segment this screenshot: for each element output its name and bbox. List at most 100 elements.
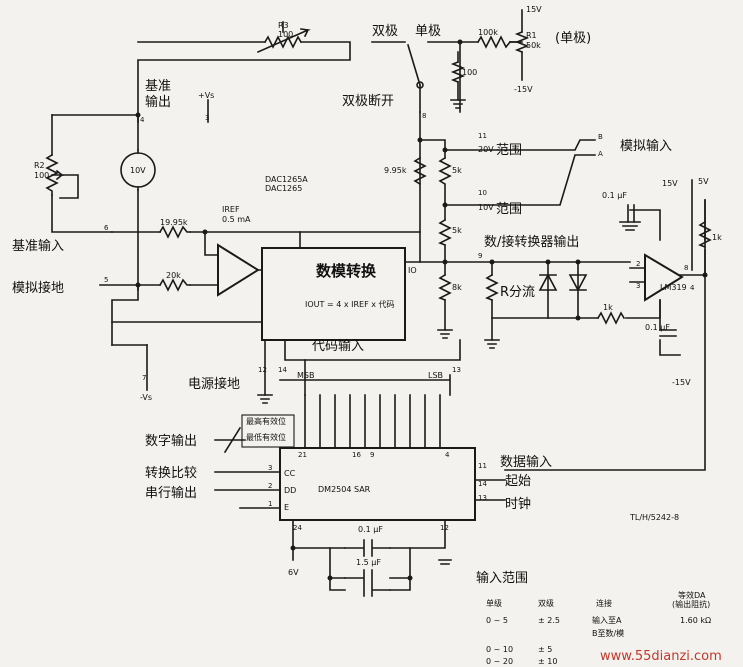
svg-text:10V: 10V bbox=[130, 166, 146, 175]
svg-text:最高有效位: 最高有效位 bbox=[246, 416, 286, 426]
svg-text:IOUT = 4 x IREF x 代码: IOUT = 4 x IREF x 代码 bbox=[305, 299, 395, 309]
svg-text:21: 21 bbox=[298, 451, 307, 459]
svg-text:8k: 8k bbox=[452, 283, 462, 292]
svg-text:DD: DD bbox=[284, 486, 296, 495]
resistor-8k bbox=[438, 273, 452, 302]
resistor-100k bbox=[476, 35, 512, 49]
svg-text:4: 4 bbox=[445, 451, 450, 459]
svg-text:1k: 1k bbox=[712, 233, 722, 242]
svg-text:9: 9 bbox=[478, 252, 482, 260]
svg-text:13: 13 bbox=[478, 494, 487, 502]
switch-blade[interactable] bbox=[407, 44, 421, 86]
label-serial-out: 串行输出 bbox=[145, 485, 197, 501]
svg-text:0 ~ 10: 0 ~ 10 bbox=[486, 645, 513, 654]
svg-text:3: 3 bbox=[636, 282, 640, 290]
svg-text:8: 8 bbox=[684, 264, 688, 272]
label-adc-out: 数/接转换器输出 bbox=[484, 234, 579, 250]
svg-text:IO: IO bbox=[408, 266, 417, 275]
svg-text:0.5 mA: 0.5 mA bbox=[222, 215, 251, 224]
svg-text:DM2504 SAR: DM2504 SAR bbox=[318, 485, 371, 494]
svg-text:24: 24 bbox=[293, 524, 302, 532]
digit-output-label-box bbox=[241, 414, 295, 448]
resistor-20k bbox=[158, 278, 191, 292]
svg-text:1.5 μF: 1.5 μF bbox=[356, 558, 381, 567]
svg-text:13: 13 bbox=[452, 366, 461, 374]
svg-text:E: E bbox=[284, 503, 289, 512]
ground-symbols bbox=[257, 99, 641, 565]
svg-text:± 2.5: ± 2.5 bbox=[538, 616, 560, 625]
svg-text:10: 10 bbox=[478, 189, 487, 197]
label-range-2: 范围 bbox=[496, 202, 522, 217]
svg-text:双级: 双级 bbox=[538, 598, 554, 608]
svg-text:4: 4 bbox=[690, 284, 695, 292]
resistor-r1 bbox=[509, 30, 530, 54]
svg-text:0.1 μF: 0.1 μF bbox=[358, 525, 383, 534]
svg-text:1.60 kΩ: 1.60 kΩ bbox=[680, 616, 711, 625]
svg-text:DAC1265A: DAC1265A bbox=[265, 175, 308, 184]
opamp-ref bbox=[217, 243, 260, 297]
svg-text:3: 3 bbox=[268, 464, 272, 472]
svg-text:6: 6 bbox=[104, 224, 109, 232]
svg-text:12: 12 bbox=[440, 524, 449, 532]
label-conv-compare: 转换比较 bbox=[145, 466, 197, 481]
svg-text:3: 3 bbox=[205, 114, 209, 122]
label-bipolar-off: 双极断开 bbox=[342, 94, 394, 109]
label-range-1: 范围 bbox=[496, 143, 522, 158]
svg-text:± 10: ± 10 bbox=[538, 657, 557, 666]
data-bit-lines bbox=[304, 394, 441, 449]
svg-text:2: 2 bbox=[268, 482, 272, 490]
svg-text:2: 2 bbox=[636, 260, 640, 268]
label-ref-out-2: 输出 bbox=[145, 94, 171, 110]
wire-ref-out bbox=[51, 114, 139, 151]
label-r3: R3 bbox=[278, 21, 289, 30]
svg-text:5k: 5k bbox=[452, 226, 462, 235]
svg-text:输入至A: 输入至A bbox=[592, 615, 622, 625]
label-unipolar-paren: (单极) bbox=[555, 31, 591, 46]
svg-text:等效DA: 等效DA bbox=[678, 590, 706, 600]
svg-text:CC: CC bbox=[284, 469, 296, 478]
svg-text:100: 100 bbox=[278, 30, 293, 39]
label-dac: 数模转换 bbox=[316, 262, 377, 280]
svg-text:+Vs: +Vs bbox=[198, 91, 214, 100]
resistor-r3 bbox=[256, 28, 311, 54]
svg-text:R2: R2 bbox=[34, 161, 45, 170]
svg-text:R1: R1 bbox=[526, 31, 537, 40]
svg-text:12: 12 bbox=[258, 366, 267, 374]
reference-10v bbox=[120, 149, 156, 191]
resistor-5k-a bbox=[438, 156, 452, 186]
label-bipolar: 双极 bbox=[372, 24, 398, 39]
label-power-gnd: 电源接地 bbox=[188, 376, 240, 392]
svg-text:-Vs: -Vs bbox=[140, 393, 152, 402]
svg-text:DAC1265: DAC1265 bbox=[265, 184, 302, 193]
svg-text:0.1 μF: 0.1 μF bbox=[645, 323, 670, 332]
resistor-5k-b bbox=[438, 218, 452, 247]
wire-ref-in bbox=[51, 194, 113, 233]
svg-text:(输出阻抗): (输出阻抗) bbox=[672, 599, 710, 609]
svg-text:16: 16 bbox=[352, 451, 361, 459]
resistor-19-95k bbox=[158, 225, 191, 239]
label-analog-in: 模拟输入 bbox=[620, 138, 672, 154]
svg-text:A: A bbox=[598, 150, 603, 158]
cap-0-1uf-top bbox=[627, 204, 635, 223]
dac-block bbox=[261, 247, 406, 341]
svg-text:输入范围: 输入范围 bbox=[476, 570, 528, 586]
label-clock: 时钟 bbox=[505, 496, 531, 512]
svg-text:11: 11 bbox=[478, 132, 487, 140]
svg-text:IREF: IREF bbox=[222, 205, 240, 214]
wires bbox=[51, 9, 706, 591]
labels: R3 100 双极 单极 100k 15V R1 50k (单极) -15V 1… bbox=[12, 5, 722, 577]
cap-0-1uf-bottom bbox=[659, 329, 677, 337]
label-unipolar: 单极 bbox=[415, 24, 441, 39]
svg-text:TL/H/5242-8: TL/H/5242-8 bbox=[629, 513, 679, 522]
label-r-shunt: R分流 bbox=[500, 285, 535, 300]
label-analog-gnd: 模拟接地 bbox=[12, 280, 64, 296]
label-start: 起始 bbox=[505, 474, 531, 489]
sar-block bbox=[279, 447, 476, 521]
svg-text:100: 100 bbox=[34, 171, 49, 180]
junction-dots bbox=[135, 39, 708, 581]
svg-text:10V: 10V bbox=[478, 203, 494, 212]
svg-text:LM319: LM319 bbox=[660, 283, 687, 292]
svg-text:5: 5 bbox=[104, 276, 108, 284]
